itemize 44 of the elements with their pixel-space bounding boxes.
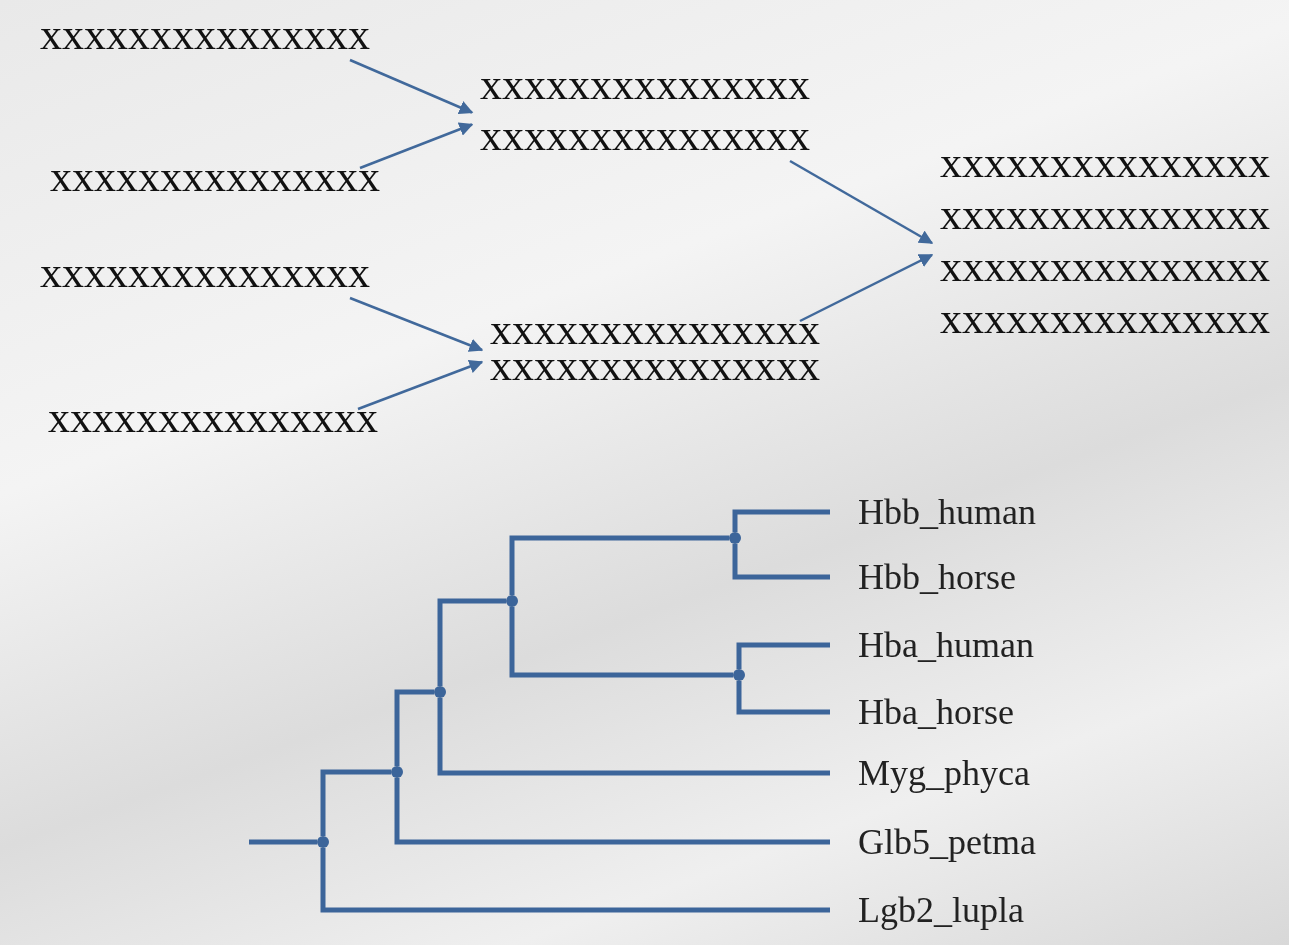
tree-branch (732, 544, 830, 580)
tree-branch (736, 642, 830, 669)
branch-node-dot (391, 766, 403, 778)
sequence-line: xxxxxxxxxxxxxxx (490, 361, 820, 387)
species-label: Hbb_horse (830, 557, 1016, 597)
arrow (359, 122, 474, 170)
tree-branch (509, 607, 733, 678)
tree-branch (249, 839, 317, 845)
tree-branch (394, 778, 830, 845)
sequence-line: xxxxxxxxxxxxxxx (480, 80, 810, 106)
sequence-line: xxxxxxxxxxxxxxx (50, 172, 380, 198)
tree-branch (509, 535, 729, 595)
species-label: Hba_human (830, 625, 1034, 665)
arrow (349, 58, 474, 114)
arrow (789, 159, 934, 245)
arrow (799, 253, 934, 323)
sequence-line: xxxxxxxxxxxxxxx (940, 314, 1270, 340)
sequence-line: xxxxxxxxxxxxxxx (490, 325, 820, 351)
arrow (357, 359, 484, 411)
sequence-line: xxxxxxxxxxxxxxx (940, 158, 1270, 184)
sequence-line: xxxxxxxxxxxxxxx (48, 413, 378, 439)
branch-node-dot (506, 595, 518, 607)
species-label: Hba_horse (830, 692, 1014, 732)
species-label: Lgb2_lupla (830, 890, 1024, 930)
tree-branch (732, 509, 830, 532)
sequence-line: xxxxxxxxxxxxxxx (940, 210, 1270, 236)
tree-branch (437, 598, 506, 686)
branch-node-dot (733, 669, 745, 681)
tree-branch (394, 689, 434, 766)
arrow (349, 296, 484, 352)
species-label: Glb5_petma (830, 822, 1036, 862)
species-label: Myg_phyca (830, 753, 1030, 793)
branch-node-dot (434, 686, 446, 698)
branch-node-dot (729, 532, 741, 544)
sequence-line: xxxxxxxxxxxxxxx (40, 30, 370, 56)
tree-branch (736, 681, 830, 715)
sequence-line: xxxxxxxxxxxxxxx (40, 268, 370, 294)
sequence-line: xxxxxxxxxxxxxxx (940, 262, 1270, 288)
tree-branch (320, 848, 830, 913)
tree-branch (320, 769, 391, 836)
sequence-line: xxxxxxxxxxxxxxx (480, 131, 810, 157)
tree-branch (437, 698, 830, 776)
species-label: Hbb_human (830, 492, 1036, 532)
branch-node-dot (317, 836, 329, 848)
